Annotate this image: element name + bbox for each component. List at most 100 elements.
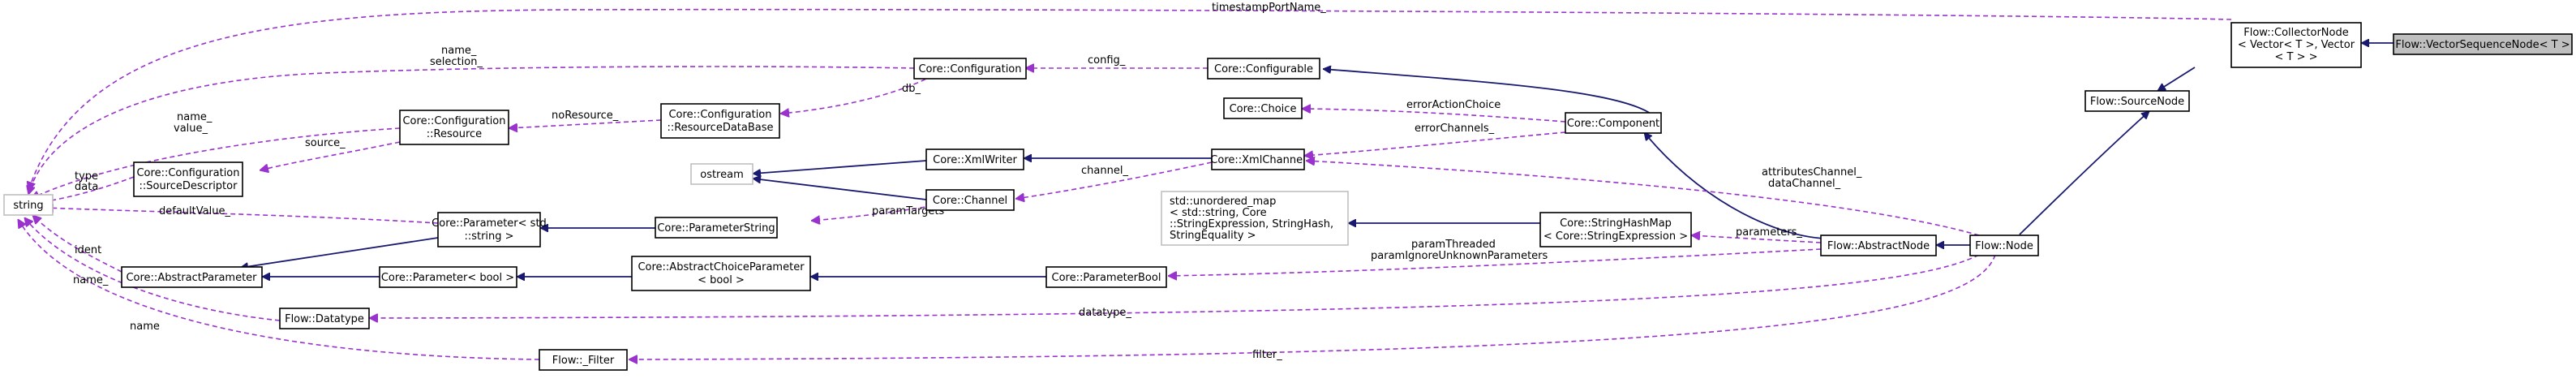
node-choice-label: Core::Choice xyxy=(1230,103,1297,115)
node-filter[interactable]: Flow::_Filter xyxy=(539,349,628,371)
node-string[interactable]: string xyxy=(3,194,54,216)
label-attributes-channel-1: attributesChannel_ xyxy=(1762,166,1862,179)
label-name: name xyxy=(130,321,160,333)
edge-usage-name-datatype xyxy=(24,217,281,321)
node-abstract-choice-parameter[interactable]: Core::AbstractChoiceParameter < bool > xyxy=(631,256,811,291)
edge-inherit-sourcenode-node xyxy=(2019,111,2149,235)
node-channel[interactable]: Core::Channel xyxy=(925,189,1015,211)
label-channel: channel_ xyxy=(1081,165,1128,177)
edge-usage-errorchannels xyxy=(1304,131,1566,156)
edge-usage-channel xyxy=(1015,161,1213,199)
node-datatype[interactable]: Flow::Datatype xyxy=(279,308,370,329)
edge-usage-defaultvalue xyxy=(45,208,439,224)
node-parameter-string-template-label-1: Core::Parameter< std xyxy=(431,217,547,230)
node-datatype-label: Flow::Datatype xyxy=(285,313,364,325)
node-configuration-resource-database[interactable]: Core::Configuration ::ResourceDataBase xyxy=(660,103,780,139)
edge-usage-attributeschannel xyxy=(1306,161,1980,236)
nodes: string ostream Flow::VectorSequenceNode<… xyxy=(3,22,2573,371)
label-config: config_ xyxy=(1088,54,1126,67)
label-type-data-1: type xyxy=(75,170,98,183)
node-abstract-parameter-label: Core::AbstractParameter xyxy=(126,272,257,284)
edge-inherit-channel-ostream xyxy=(753,179,927,200)
node-ostream[interactable]: ostream xyxy=(690,163,753,185)
edge-usage-source xyxy=(260,141,401,170)
node-configuration-resource-label-2: ::Resource xyxy=(427,128,482,140)
edge-usage-noresource xyxy=(509,119,662,128)
label-name-value-1: name_ xyxy=(177,111,213,123)
node-configuration-resource-database-label-1: Core::Configuration xyxy=(668,109,771,121)
node-collector-node-label-2: < Vector< T >, Vector xyxy=(2238,39,2355,51)
node-choice[interactable]: Core::Choice xyxy=(1223,97,1303,119)
edge-usage-db xyxy=(780,75,934,114)
node-parameter-string-template[interactable]: Core::Parameter< std ::string > xyxy=(431,212,547,247)
edge-inherit-xmlwriter-ostream xyxy=(753,160,927,174)
node-configuration-source-descriptor-label-2: ::SourceDescriptor xyxy=(140,180,238,192)
node-flow-node-label: Flow::Node xyxy=(1975,240,2033,252)
node-parameter-bool-template-label: Core::Parameter< bool > xyxy=(381,272,514,284)
label-param-threaded-2: paramIgnoreUnknownParameters xyxy=(1371,250,1548,262)
node-string-hash-map-label-1: Core::StringHashMap xyxy=(1560,217,1672,230)
edge-usage-parameters xyxy=(1691,235,1822,243)
node-configuration-resource[interactable]: Core::Configuration ::Resource xyxy=(399,110,509,145)
node-configuration-label: Core::Configuration xyxy=(918,63,1021,75)
node-ostream-label: ostream xyxy=(700,169,744,181)
node-component[interactable]: Core::Component xyxy=(1565,112,1662,134)
label-error-action-choice: errorActionChoice xyxy=(1406,99,1501,111)
label-name-value-2: value_ xyxy=(174,123,208,135)
node-configuration-resource-label-1: Core::Configuration xyxy=(402,115,505,127)
label-name-selection-1: name_ xyxy=(441,45,477,57)
node-collector-node-label-1: Flow::CollectorNode xyxy=(2243,27,2348,39)
node-xml-channel[interactable]: Core::XmlChannel xyxy=(1210,148,1306,170)
node-source-node[interactable]: Flow::SourceNode xyxy=(2084,90,2190,112)
node-filter-label: Flow::_Filter xyxy=(552,355,615,367)
node-collector-node[interactable]: Flow::CollectorNode < Vector< T >, Vecto… xyxy=(2230,22,2362,68)
node-flow-node[interactable]: Flow::Node xyxy=(1969,235,2039,256)
edge-inherit-template-abstractparam xyxy=(240,237,439,268)
edge-inherit-abstractnode-component xyxy=(1644,132,1826,239)
edge-inherit-collector-sourcenode xyxy=(2157,67,2196,92)
node-abstract-parameter[interactable]: Core::AbstractParameter xyxy=(121,266,263,288)
node-component-label: Core::Component xyxy=(1567,118,1659,130)
node-source-node-label: Flow::SourceNode xyxy=(2090,96,2184,108)
label-ident: ident xyxy=(75,244,101,256)
node-xml-writer[interactable]: Core::XmlWriter xyxy=(925,148,1024,170)
node-vector-sequence-node[interactable]: Flow::VectorSequenceNode< T > xyxy=(2393,33,2573,55)
edge-usage-datatype xyxy=(369,254,1980,318)
node-unordered-map-label-4: StringEquality > xyxy=(1170,230,1256,242)
label-filter: filter_ xyxy=(1252,349,1282,361)
edge-usage-name-filter xyxy=(17,219,540,360)
node-configuration-resource-database-label-2: ::ResourceDataBase xyxy=(667,122,773,134)
edge-usage-name-value xyxy=(31,127,401,200)
node-parameter-bool-template[interactable]: Core::Parameter< bool > xyxy=(379,266,517,288)
label-parameters: parameters_ xyxy=(1736,226,1802,239)
edge-inherit-component-configurable xyxy=(1323,69,1651,114)
node-parameter-string-template-label-2: ::string > xyxy=(464,230,513,243)
node-string-hash-map[interactable]: Core::StringHashMap < Core::StringExpres… xyxy=(1539,212,1692,247)
node-abstract-node-label: Flow::AbstractNode xyxy=(1827,240,1930,252)
node-string-hash-map-label-2: < Core::StringExpression > xyxy=(1543,230,1688,243)
node-parameter-string[interactable]: Core::ParameterString xyxy=(655,217,778,239)
edge-usage-ident xyxy=(32,215,122,273)
edge-usage-paramthreaded xyxy=(1168,248,1822,276)
node-unordered-map-label-3: ::StringExpression, StringHash, xyxy=(1170,218,1333,230)
edge-usage-name-selection xyxy=(28,66,915,195)
node-unordered-map[interactable]: std::unordered_map < std::string, Core :… xyxy=(1161,191,1349,246)
node-configurable[interactable]: Core::Configurable xyxy=(1207,58,1320,80)
edge-labels: timestampPortName_ name_ selection_ conf… xyxy=(73,2,1862,361)
label-timestamp-port-name: timestampPortName_ xyxy=(1212,2,1326,14)
node-unordered-map-label-1: std::unordered_map xyxy=(1170,196,1276,208)
node-xml-channel-label: Core::XmlChannel xyxy=(1210,154,1305,166)
label-default-value: defaultValue_ xyxy=(159,205,230,217)
label-error-channels: errorChannels_ xyxy=(1415,123,1495,135)
node-parameter-bool[interactable]: Core::ParameterBool xyxy=(1045,266,1167,288)
edge-usage-timestamp xyxy=(28,8,2232,191)
label-datatype: datatype_ xyxy=(1079,307,1131,319)
node-configuration-source-descriptor[interactable]: Core::Configuration ::SourceDescriptor xyxy=(133,161,243,197)
label-db: db_ xyxy=(902,83,921,95)
node-abstract-node[interactable]: Flow::AbstractNode xyxy=(1820,235,1937,256)
node-xml-writer-label: Core::XmlWriter xyxy=(933,154,1017,166)
label-source: source_ xyxy=(305,137,346,149)
node-parameter-bool-label: Core::ParameterBool xyxy=(1052,272,1161,284)
node-configuration[interactable]: Core::Configuration xyxy=(913,58,1027,80)
